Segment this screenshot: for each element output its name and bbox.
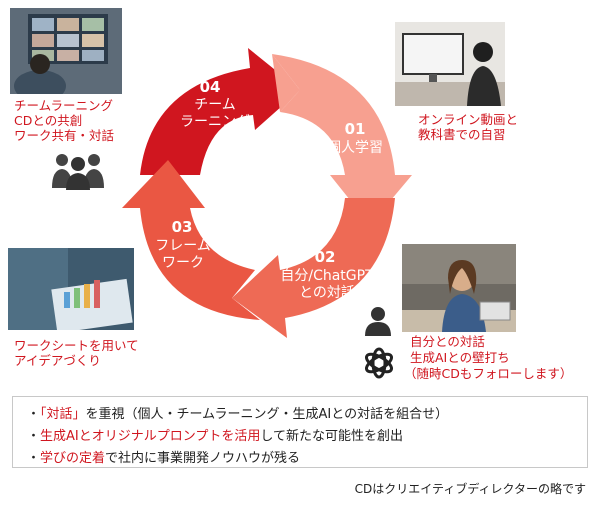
caption-cd-follow: （随時CDもフォローします） [404, 366, 573, 381]
segment-number-03: 03 [171, 218, 193, 236]
segment-label-01: 個人学習 [327, 140, 383, 156]
summary-box: ・「対話」を重視（個人・チームラーニング・生成AIとの対話を組合せ） ・生成AI… [12, 396, 588, 468]
caption-ai-sparring: 生成AIとの壁打ち [410, 350, 510, 365]
person-icon [364, 306, 392, 340]
caption-worksheet: ワークシートを用いて アイデアづくり [14, 338, 139, 368]
segment-label-03: フレーム ワーク [155, 238, 211, 271]
bullet-item: ・生成AIとオリジナルプロンプトを活用して新たな可能性を創出 [27, 429, 403, 444]
cycle-segment-02 [232, 198, 395, 338]
caption-online-study: オンライン動画と 教科書での自習 [418, 112, 519, 142]
footnote: CDはクリエイティブディレクターの略です [354, 482, 586, 496]
cycle-segment-04 [140, 48, 300, 175]
segment-number-01: 01 [344, 120, 366, 138]
photo-online-study [395, 22, 505, 106]
openai-logo-icon [362, 346, 396, 384]
segment-number-02: 02 [314, 248, 336, 266]
cycle-segment-03 [122, 160, 260, 320]
photo-worksheet [8, 248, 134, 330]
segment-label-04: チーム ラーニング [180, 97, 250, 130]
caption-self-dialogue: 自分との対話 [410, 334, 485, 349]
group-people-icon [50, 150, 106, 194]
bullet-item: ・学びの定着で社内に事業開発ノウハウが残る [27, 451, 301, 466]
segment-number-04: 04 [199, 78, 221, 96]
photo-video-meeting [10, 8, 122, 94]
bullet-item: ・「対話」を重視（個人・チームラーニング・生成AIとの対話を組合せ） [27, 407, 449, 422]
cycle-segment-01 [272, 54, 412, 225]
segment-label-02: 自分/ChatGPT との対話 [280, 268, 374, 301]
photo-woman-thinking [402, 244, 516, 332]
caption-team-learning: チームラーニング CDとの共創 ワーク共有・対話 [14, 98, 115, 143]
